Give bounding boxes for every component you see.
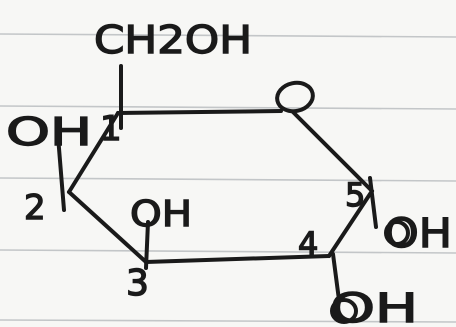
bond-c1-ring-oxygen — [116, 109, 283, 115]
bond-c4-c3 — [144, 254, 331, 264]
c2-number: 2 — [24, 188, 46, 228]
ruled-line — [0, 33, 456, 38]
bond-c5-c4 — [327, 189, 374, 258]
bond-c2-oh — [56, 134, 66, 212]
ruled-lines — [0, 33, 456, 323]
substituent-bonds — [56, 64, 378, 302]
c5-hydroxyl-oxygen-circle — [384, 220, 410, 246]
ruled-line — [0, 319, 456, 323]
bond-c3-c2 — [67, 190, 148, 264]
ruled-line — [0, 177, 456, 182]
ruled-line — [0, 249, 456, 254]
c3-hydroxyl-label: OH — [130, 194, 192, 235]
c1-hydroxyl-label: OH — [6, 110, 92, 154]
bond-ring-oxygen-c5 — [291, 110, 374, 193]
c3-number: 3 — [126, 263, 149, 304]
c5-number: 5 — [345, 176, 365, 214]
ch2oh-label: CH2OH — [94, 18, 252, 62]
bond-c3-oh — [144, 220, 150, 270]
ruled-line — [0, 105, 456, 110]
c1-number: 1 — [100, 109, 122, 149]
ring-bonds — [67, 109, 374, 264]
ring-oxygen-circle — [275, 80, 315, 114]
c4-hydroxyl-label: OH — [330, 286, 418, 327]
c4-number: 4 — [298, 225, 318, 263]
bond-c4-oh — [331, 252, 341, 302]
bond-c5-oh — [368, 176, 378, 229]
c4-hydroxyl-oxygen-circle — [330, 298, 358, 324]
bond-c2-c1 — [67, 111, 120, 194]
c5-hydroxyl-label: OH — [384, 211, 452, 257]
